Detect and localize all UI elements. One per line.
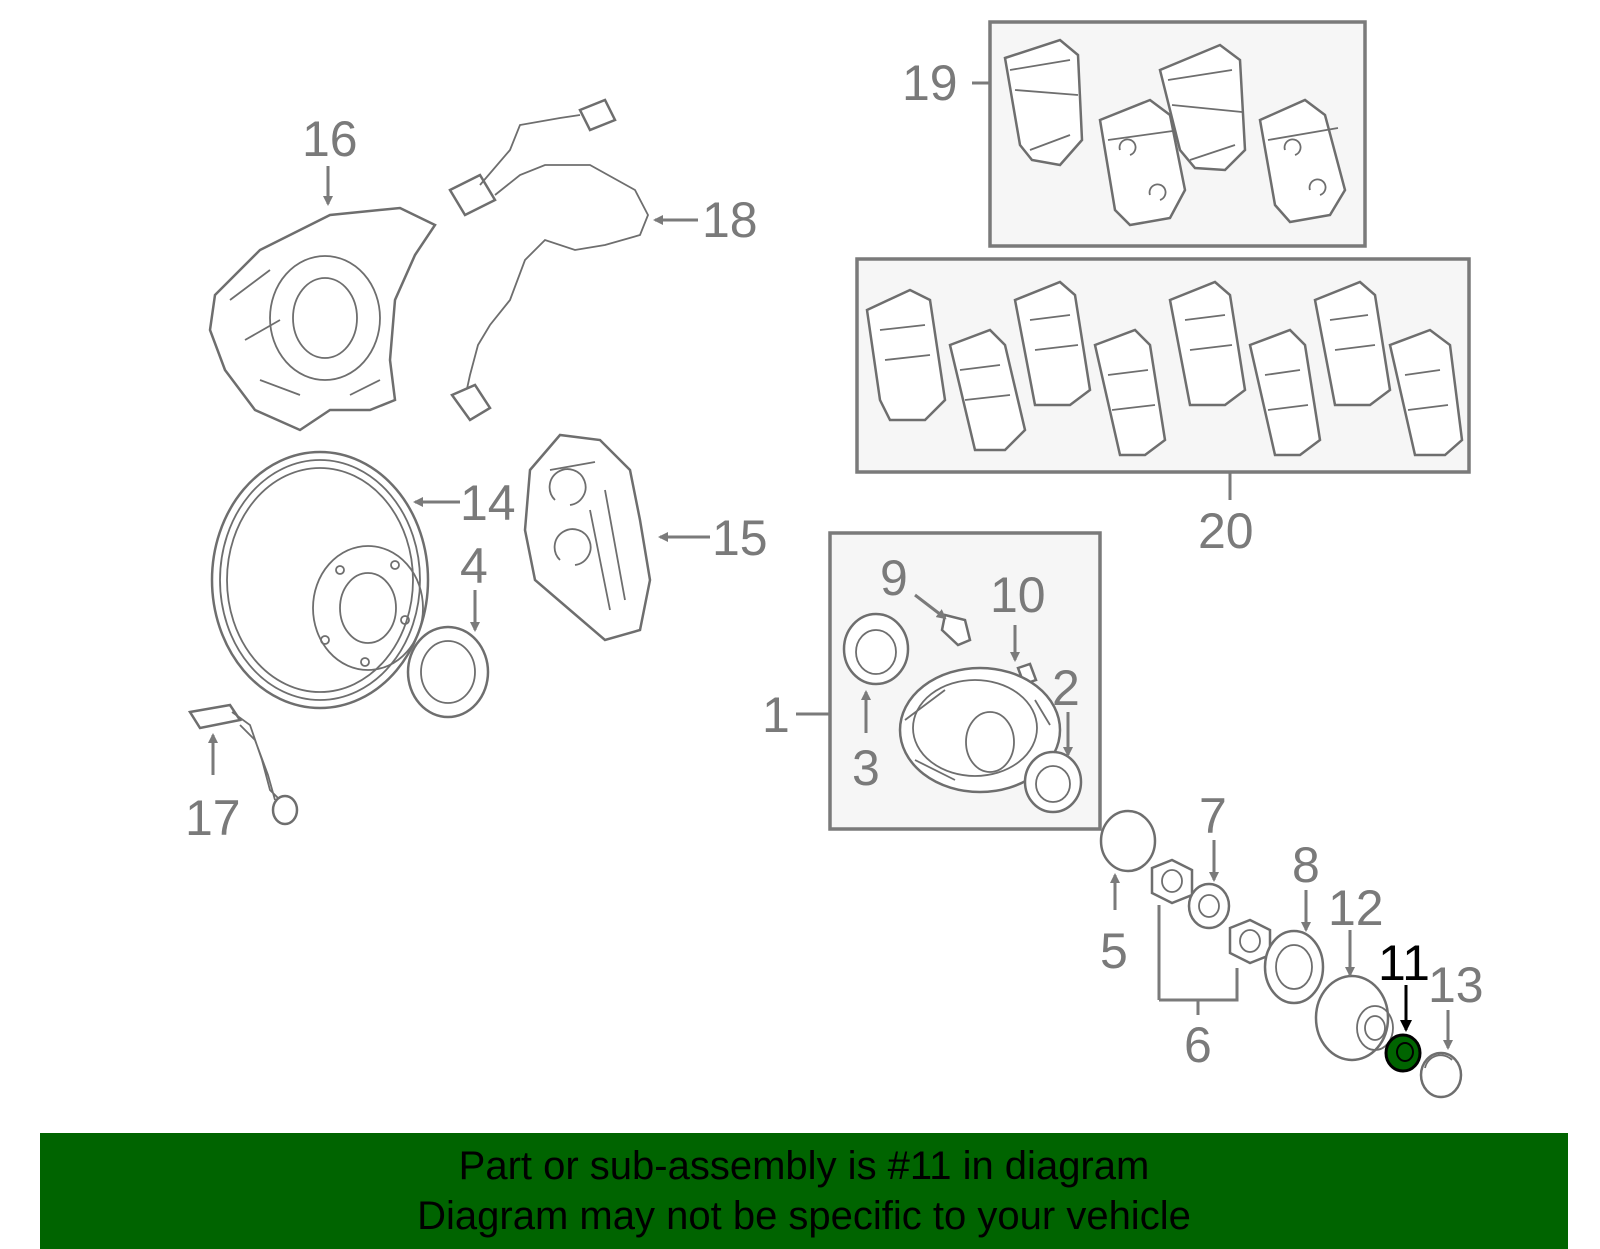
flange-gasket (1263, 929, 1325, 1005)
dust-shield (208, 206, 437, 432)
brake-pad-4 (1258, 98, 1347, 224)
lock-washer (1187, 882, 1231, 930)
o-ring (1099, 809, 1157, 873)
leader-6 (1157, 905, 1239, 1015)
label-3: 3 (852, 740, 880, 796)
hub-cap (1419, 1051, 1463, 1099)
label-20: 20 (1198, 503, 1254, 559)
hub-assembly-box (828, 531, 1102, 831)
label-14: 14 (460, 475, 516, 531)
grease-seal (406, 625, 490, 719)
label-15: 15 (712, 510, 768, 566)
label-12: 12 (1328, 880, 1384, 936)
pad-kit-box (988, 20, 1367, 248)
snap-ring-highlighted[interactable] (1384, 1033, 1422, 1073)
label-10: 10 (990, 567, 1046, 623)
label-2: 2 (1052, 660, 1080, 716)
brake-pad-2 (1098, 98, 1187, 227)
label-5: 5 (1100, 923, 1128, 979)
axle-hub (898, 666, 1062, 794)
label-4: 4 (460, 538, 488, 594)
shim-kit-box (855, 257, 1471, 474)
brake-pad-3 (1158, 43, 1247, 172)
label-16: 16 (302, 111, 358, 167)
label-1: 1 (762, 687, 790, 743)
brake-pad-1 (1003, 38, 1084, 167)
label-6: 6 (1184, 1017, 1212, 1073)
leader-9 (914, 593, 947, 620)
label-17: 17 (185, 790, 241, 846)
banner-line-2: Diagram may not be specific to your vehi… (417, 1194, 1191, 1238)
info-banner: Part or sub-assembly is #11 in diagram D… (40, 1133, 1568, 1249)
abs-sensor-wire (448, 98, 649, 422)
label-7: 7 (1199, 788, 1227, 844)
banner-line-1: Part or sub-assembly is #11 in diagram (458, 1144, 1150, 1188)
label-19: 19 (902, 55, 958, 111)
shims (865, 280, 1464, 457)
brake-caliper (523, 433, 652, 642)
brake-rotor (210, 450, 430, 710)
drive-flange (1314, 974, 1394, 1062)
label-13: 13 (1428, 957, 1484, 1013)
inner-bearing (1023, 750, 1083, 814)
lock-nut-inner (1228, 918, 1272, 965)
label-18: 18 (702, 192, 758, 248)
brake-hose (187, 703, 299, 826)
lock-nut-outer (1150, 858, 1194, 905)
label-8: 8 (1292, 837, 1320, 893)
outer-bearing (842, 612, 910, 686)
label-9: 9 (880, 550, 908, 606)
label-11: 11 (1378, 935, 1430, 991)
hub-bolt (940, 613, 972, 647)
